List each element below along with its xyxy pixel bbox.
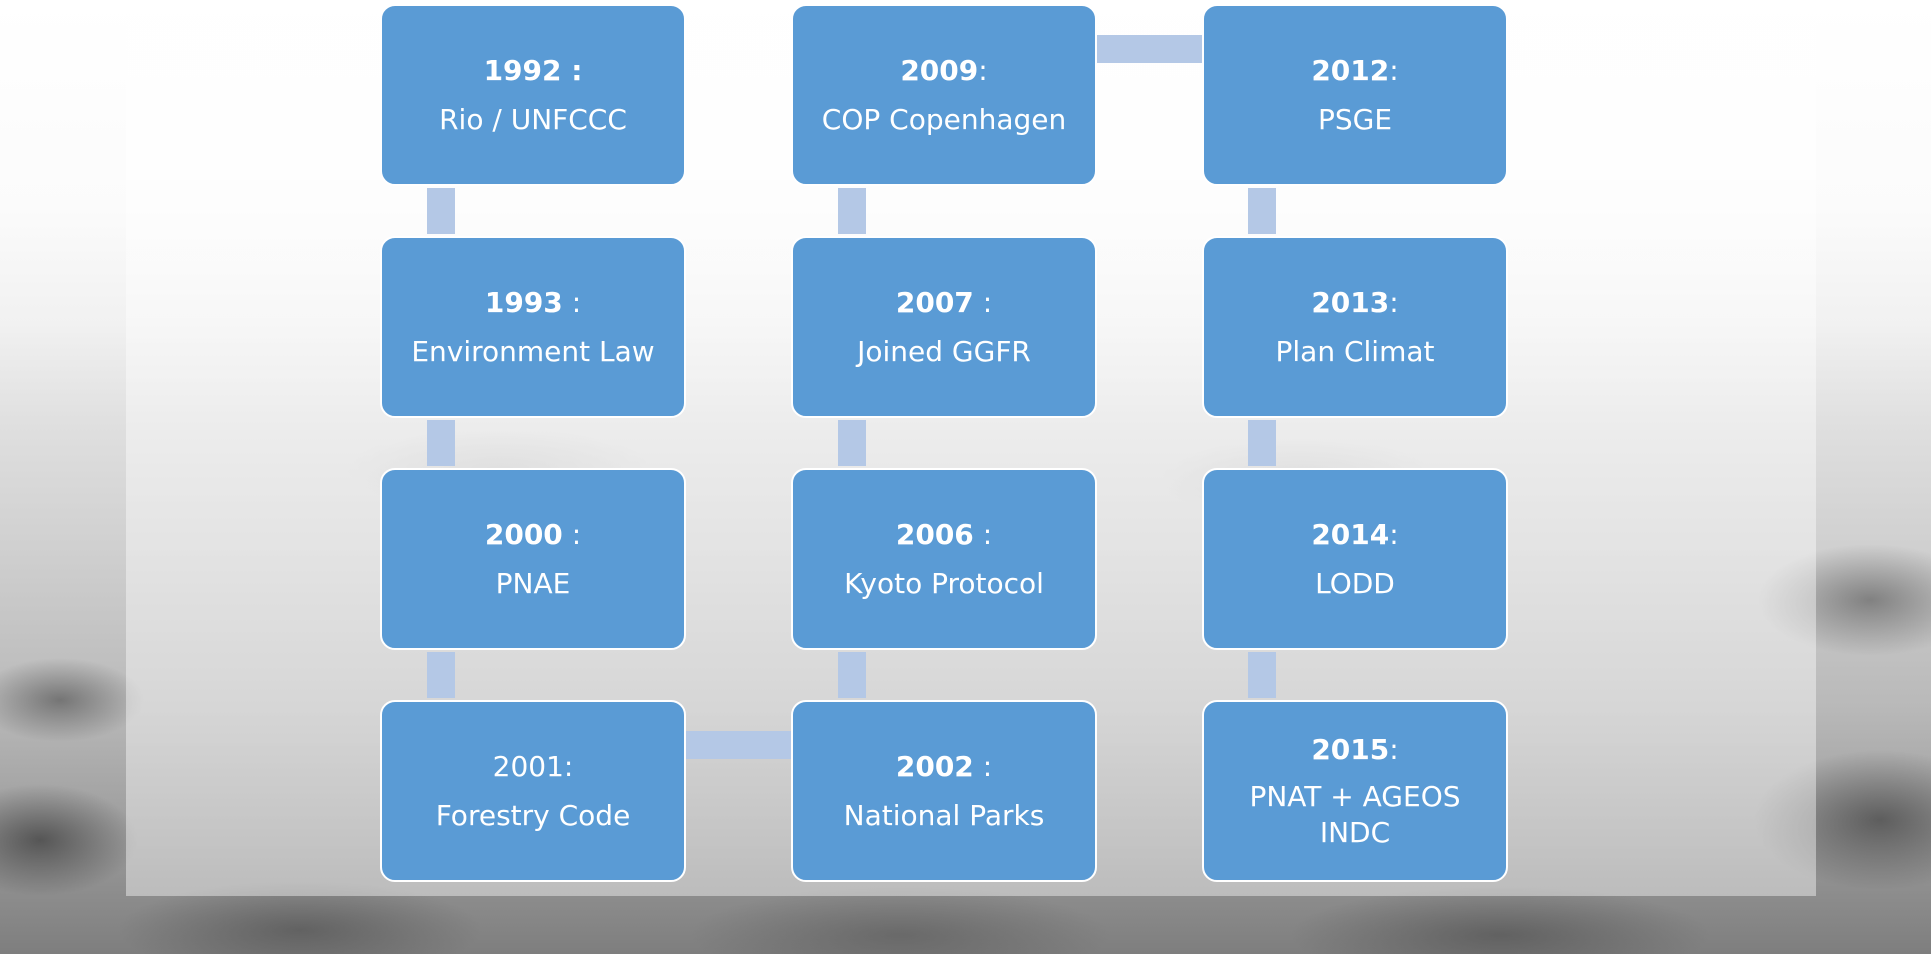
event-year-suffix: : xyxy=(978,53,988,87)
event-year-line: 2013: xyxy=(1311,285,1398,320)
event-year-line: 1993 : xyxy=(485,285,581,320)
event-description: National Parks xyxy=(843,799,1045,832)
event-year-suffix: : xyxy=(973,285,993,319)
event-box-2015: 2015: PNAT + AGEOS INDC xyxy=(1202,700,1508,882)
event-box-2013: 2013: Plan Climat xyxy=(1202,236,1508,418)
event-year: 2009 xyxy=(900,53,979,87)
event-box-2009: 2009: COP Copenhagen xyxy=(791,4,1097,186)
event-description: COP Copenhagen xyxy=(821,103,1067,136)
event-year-line: 2009: xyxy=(900,53,987,88)
event-year-line: 2000 : xyxy=(485,517,581,552)
event-box-1992: 1992 : Rio / UNFCCC xyxy=(380,4,686,186)
event-description: Rio / UNFCCC xyxy=(439,103,627,136)
connector-2009-2012 xyxy=(1097,35,1203,63)
event-box-1993: 1993 : Environment Law xyxy=(380,236,686,418)
event-year-line: 2012: xyxy=(1311,53,1398,88)
event-description: Joined GGFR xyxy=(857,335,1031,368)
event-box-2006: 2006 : Kyoto Protocol xyxy=(791,468,1097,650)
event-description: Environment Law xyxy=(411,335,655,368)
event-year-suffix: : xyxy=(1389,517,1399,551)
event-year-line: 2015: xyxy=(1311,732,1398,767)
event-year: 2013 xyxy=(1311,285,1390,319)
connector-2012-2013 xyxy=(1248,188,1276,234)
event-description: PNAE xyxy=(495,567,571,600)
event-box-2001: 2001: Forestry Code xyxy=(380,700,686,882)
event-year: 2014 xyxy=(1311,517,1390,551)
event-year-suffix: : xyxy=(973,749,993,783)
event-description: Forestry Code xyxy=(435,799,631,832)
event-year-line: 2006 : xyxy=(896,517,992,552)
event-year-line: 2014: xyxy=(1311,517,1398,552)
event-year: 2015 xyxy=(1311,733,1390,767)
event-description: Plan Climat xyxy=(1275,335,1435,368)
event-year: 2006 xyxy=(895,517,974,551)
event-year-suffix: : xyxy=(562,285,582,319)
event-year-suffix: : xyxy=(1389,53,1399,87)
connector-2014-2015 xyxy=(1248,652,1276,698)
connector-2007-2009 xyxy=(838,188,866,234)
connector-1993-2000 xyxy=(427,420,455,466)
event-year: 1992 : xyxy=(483,53,583,87)
event-box-2014: 2014: LODD xyxy=(1202,468,1508,650)
event-box-2002: 2002 : National Parks xyxy=(791,700,1097,882)
event-box-2000: 2000 : PNAE xyxy=(380,468,686,650)
event-description: PNAT + AGEOS INDC xyxy=(1249,780,1461,849)
connector-1992-1993 xyxy=(427,188,455,234)
event-box-2012: 2012: PSGE xyxy=(1202,4,1508,186)
connector-2006-2007 xyxy=(838,420,866,466)
event-year-line: 1992 : xyxy=(484,53,583,88)
event-year-suffix: : xyxy=(973,517,993,551)
event-year: 2002 xyxy=(895,749,974,783)
event-year-suffix: : xyxy=(1389,285,1399,319)
event-year-suffix: : xyxy=(1389,733,1399,767)
connector-2002-2006 xyxy=(838,652,866,698)
event-year: 2007 xyxy=(895,285,974,319)
event-year: 2000 xyxy=(484,517,563,551)
event-description: Kyoto Protocol xyxy=(844,567,1044,600)
connector-2000-2001 xyxy=(427,652,455,698)
connector-2001-2002 xyxy=(686,731,792,759)
event-box-2007: 2007 : Joined GGFR xyxy=(791,236,1097,418)
event-year-line: 2007 : xyxy=(896,285,992,320)
connector-2013-2014 xyxy=(1248,420,1276,466)
event-year-suffix: : xyxy=(562,517,582,551)
event-description: PSGE xyxy=(1317,103,1393,136)
event-year-line: 2002 : xyxy=(896,749,992,784)
event-year-line: 2001: xyxy=(493,749,574,784)
event-year: 2001: xyxy=(492,749,574,783)
event-year: 1993 xyxy=(484,285,563,319)
event-description: LODD xyxy=(1315,567,1395,600)
event-year: 2012 xyxy=(1311,53,1390,87)
